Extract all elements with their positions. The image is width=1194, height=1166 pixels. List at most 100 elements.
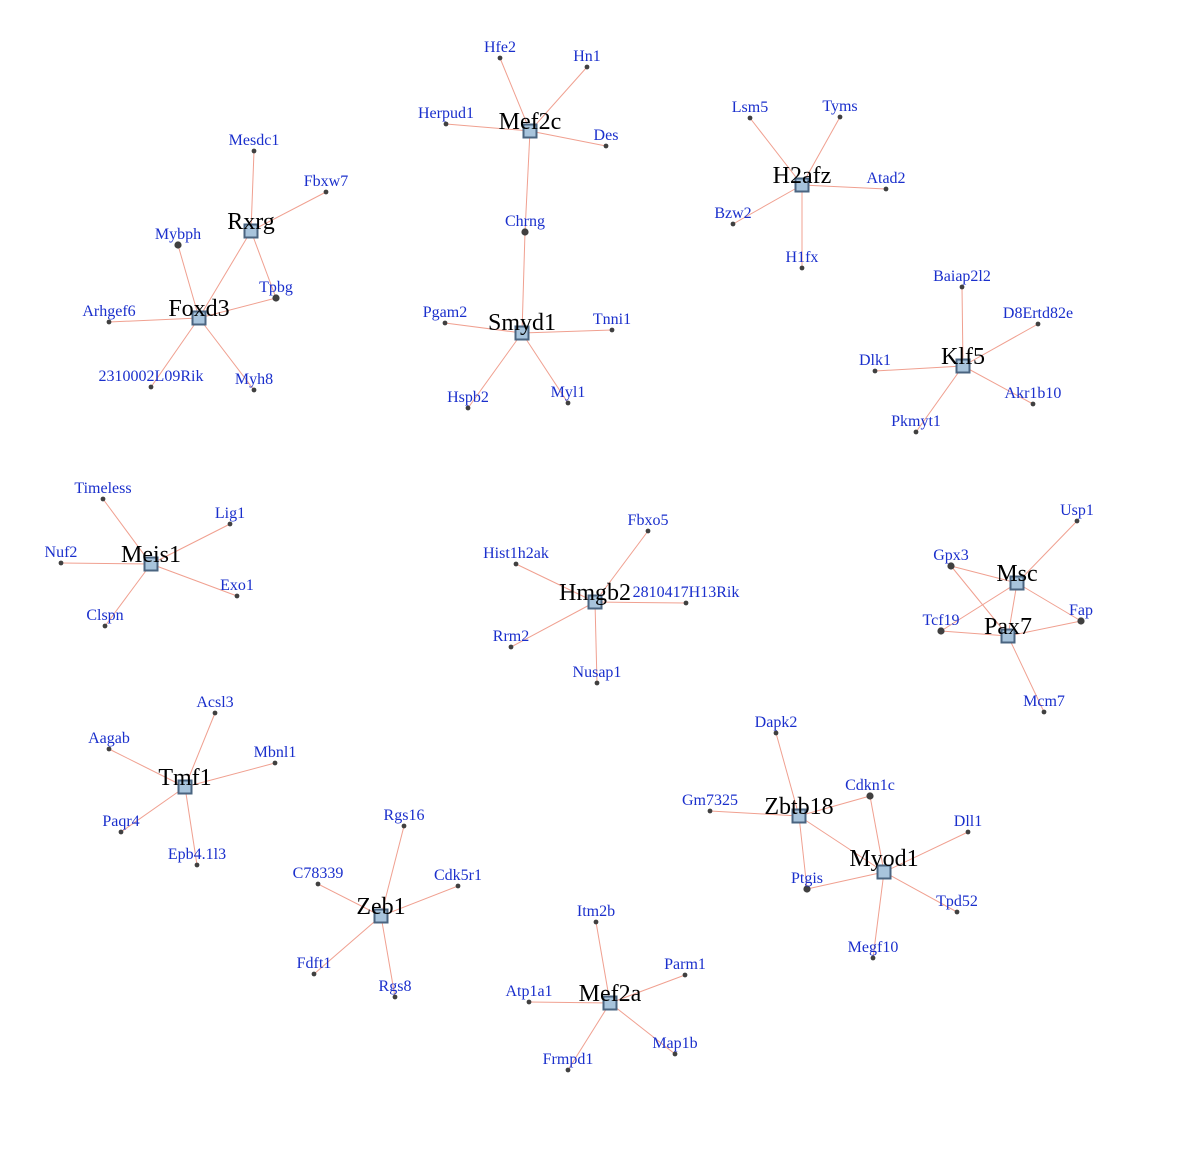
hub-node-h2afz[interactable]: [794, 177, 810, 193]
hub-node-mef2c[interactable]: [522, 123, 538, 139]
edge-zbtb18-cdkn1c: [798, 795, 871, 817]
edge-tmf1-acsl3: [184, 712, 216, 788]
edge-mef2a-map1b: [609, 1002, 676, 1055]
target-node-dlk1[interactable]: [872, 368, 878, 374]
target-node-map1b[interactable]: [672, 1051, 678, 1057]
target-node-tnni1[interactable]: [609, 327, 615, 333]
hub-node-hmgb2[interactable]: [587, 594, 603, 610]
target-node-atp1a1[interactable]: [526, 999, 532, 1005]
target-label-arhgef6: Arhgef6: [82, 303, 135, 320]
target-node-fbxo5[interactable]: [645, 528, 651, 534]
target-node-rgs8[interactable]: [392, 994, 398, 1000]
target-node-atad2[interactable]: [883, 186, 889, 192]
edge-myod1-cdkn1c: [869, 795, 885, 873]
target-node-tcf19[interactable]: [937, 627, 945, 635]
target-node-lsm5[interactable]: [747, 115, 753, 121]
target-node-mesdc1[interactable]: [251, 148, 257, 154]
edge-hmgb2-fbxo5: [594, 530, 649, 603]
hub-node-rxrg[interactable]: [243, 223, 259, 239]
target-node-timeless[interactable]: [100, 496, 106, 502]
target-node-hspb2[interactable]: [465, 405, 471, 411]
target-node-bzw2[interactable]: [730, 221, 736, 227]
edge-meis1-exo1: [150, 563, 238, 597]
edge-h2afz-atad2: [801, 184, 887, 190]
target-node-ptgis[interactable]: [803, 885, 811, 893]
target-label-aagab: Aagab: [88, 730, 130, 747]
hub-node-mef2a[interactable]: [602, 995, 618, 1011]
target-node-chrng[interactable]: [521, 228, 529, 236]
target-node-mcm7[interactable]: [1041, 709, 1047, 715]
hub-node-tmf1[interactable]: [177, 779, 193, 795]
hub-label-mef2a: Mef2a: [579, 981, 642, 1007]
target-node-parm1[interactable]: [682, 972, 688, 978]
target-node-frmpd1[interactable]: [565, 1067, 571, 1073]
target-node-hist1h2ak[interactable]: [513, 561, 519, 567]
target-node-mybph[interactable]: [174, 241, 182, 249]
target-node-hn1[interactable]: [584, 64, 590, 70]
target-node-myh8[interactable]: [251, 387, 257, 393]
target-label-tyms: Tyms: [822, 98, 857, 115]
target-node-fdft1[interactable]: [311, 971, 317, 977]
hub-node-zeb1[interactable]: [373, 908, 389, 924]
target-node-baiap2l2[interactable]: [959, 284, 965, 290]
target-node-clspn[interactable]: [102, 623, 108, 629]
target-node-usp1[interactable]: [1074, 518, 1080, 524]
target-label-bzw2: Bzw2: [714, 205, 751, 222]
target-label-lig1: Lig1: [215, 505, 245, 522]
target-label-ptgis: Ptgis: [791, 870, 823, 887]
target-node-dll1[interactable]: [965, 829, 971, 835]
target-node-paqr4[interactable]: [118, 829, 124, 835]
target-node-rgs16[interactable]: [401, 823, 407, 829]
target-node-dapk2[interactable]: [773, 730, 779, 736]
hub-node-zbtb18[interactable]: [791, 808, 807, 824]
edge-msc-tcf19: [940, 582, 1018, 632]
hub-label-zbtb18: Zbtb18: [764, 794, 833, 820]
edge-smyd1-chrng: [521, 231, 526, 334]
target-node-cdkn1c[interactable]: [866, 792, 874, 800]
target-node-myl1[interactable]: [565, 400, 571, 406]
hub-node-foxd3[interactable]: [191, 310, 207, 326]
target-node-d8ertd82e[interactable]: [1035, 321, 1041, 327]
target-node-tyms[interactable]: [837, 114, 843, 120]
hub-node-msc[interactable]: [1009, 575, 1025, 591]
target-node-lig1[interactable]: [227, 521, 233, 527]
target-node-akr1b10[interactable]: [1030, 401, 1036, 407]
target-node-nusap1[interactable]: [594, 680, 600, 686]
target-label-cdkn1c: Cdkn1c: [845, 777, 895, 794]
hub-node-meis1[interactable]: [143, 556, 159, 572]
target-node-gpx3[interactable]: [947, 562, 955, 570]
target-node-epb4-1l3[interactable]: [194, 862, 200, 868]
target-node-hfe2[interactable]: [497, 55, 503, 61]
edge-pax7-gpx3: [950, 565, 1009, 637]
target-node-2810417h13rik[interactable]: [683, 600, 689, 606]
target-node-exo1[interactable]: [234, 593, 240, 599]
target-node-itm2b[interactable]: [593, 919, 599, 925]
target-node-cdk5r1[interactable]: [455, 883, 461, 889]
target-node-pgam2[interactable]: [442, 320, 448, 326]
target-node-fbxw7[interactable]: [323, 189, 329, 195]
target-node-pkmyt1[interactable]: [913, 429, 919, 435]
target-label-timeless: Timeless: [74, 480, 131, 497]
target-node-des[interactable]: [603, 143, 609, 149]
hub-node-klf5[interactable]: [955, 358, 971, 374]
target-node-gm7325[interactable]: [707, 808, 713, 814]
target-node-c78339[interactable]: [315, 881, 321, 887]
target-node-rrm2[interactable]: [508, 644, 514, 650]
target-node-nuf2[interactable]: [58, 560, 64, 566]
target-node-mbnl1[interactable]: [272, 760, 278, 766]
target-node-arhgef6[interactable]: [106, 319, 112, 325]
edge-klf5-baiap2l2: [961, 286, 964, 367]
target-node-tpbg[interactable]: [272, 294, 280, 302]
hub-node-myod1[interactable]: [876, 864, 892, 880]
hub-node-smyd1[interactable]: [514, 325, 530, 341]
target-node-fap[interactable]: [1077, 617, 1085, 625]
target-node-aagab[interactable]: [106, 746, 112, 752]
target-node-megf10[interactable]: [870, 955, 876, 961]
edge-msc-pax7: [1007, 582, 1018, 637]
target-node-acsl3[interactable]: [212, 710, 218, 716]
target-node-h1fx[interactable]: [799, 265, 805, 271]
target-node-2310002l09rik[interactable]: [148, 384, 154, 390]
target-node-tpd52[interactable]: [954, 909, 960, 915]
hub-node-pax7[interactable]: [1000, 628, 1016, 644]
target-node-herpud1[interactable]: [443, 121, 449, 127]
